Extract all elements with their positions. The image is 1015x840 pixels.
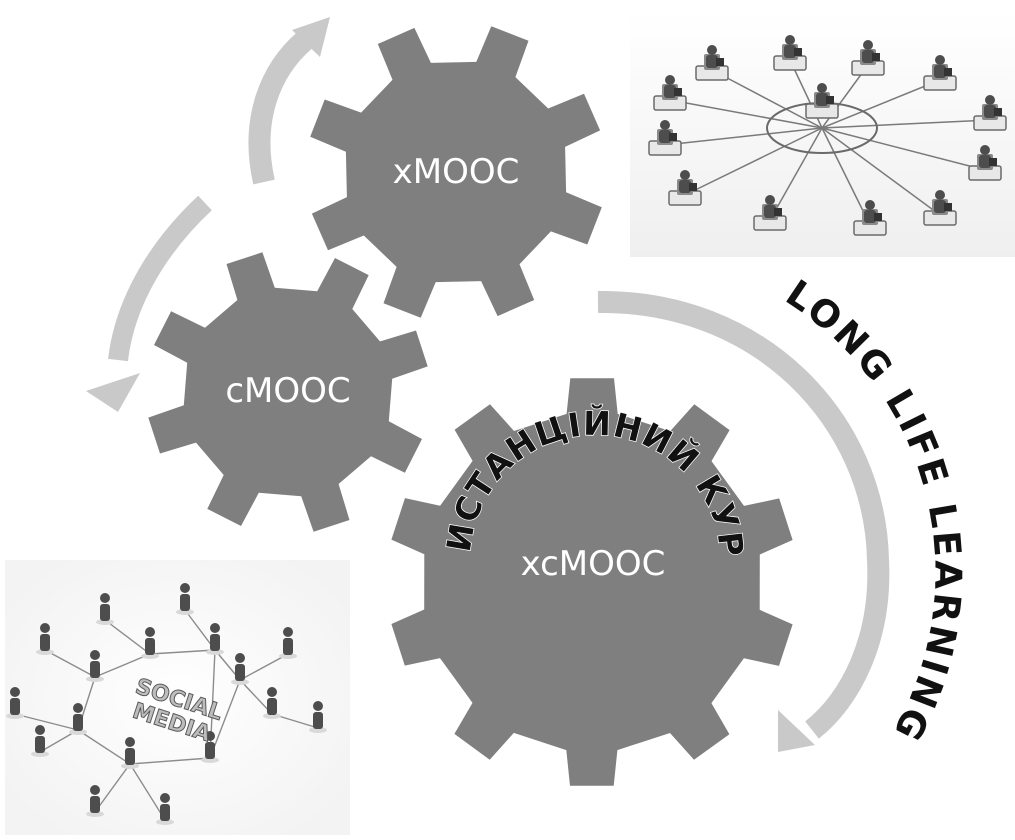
arrow-long-life-learning-head [778,710,815,752]
network-link [239,653,289,681]
person-figure [201,731,219,763]
network-link [239,679,273,715]
person-figure [31,725,49,757]
network-link [821,127,871,226]
person-figure [141,627,159,659]
network-link [44,649,96,678]
person-figure [36,623,54,655]
network-link [77,729,131,765]
network-link [821,79,941,129]
network-link [104,619,151,655]
student-desk [851,40,885,76]
person-figure [176,583,194,615]
network-link [669,99,823,129]
xcmooc-label: xcMOOC [521,544,666,584]
classroom-network-image [630,12,1015,257]
person-figure [121,737,139,769]
person-figure [156,793,174,825]
arrow-up-to-xmooc-head [292,17,330,57]
arrow-down-to-cmooc [108,195,212,362]
network-link [821,127,986,171]
student-desk [648,120,682,156]
network-link [711,69,823,129]
network-link [129,757,211,765]
student-desk [973,95,1007,131]
person-figure [86,785,104,817]
student-desk [753,195,787,231]
student-desk [653,75,687,111]
arrow-up-to-xmooc [248,31,313,185]
network-link [94,763,131,813]
student-desk [923,190,957,226]
xmooc-label: xMOOC [393,152,520,192]
gears [148,26,793,786]
person-figure [206,623,224,655]
arrow-long-life-learning [597,290,890,739]
person-figure [6,687,24,719]
network-link [769,127,823,221]
network-link [684,127,823,196]
network-link [821,119,991,129]
network-link [149,649,216,655]
person-figure [231,653,249,685]
network-link [821,127,941,216]
person-figure [96,593,114,625]
cycle-arrows [86,17,890,752]
student-desk [853,200,887,236]
student-desk [773,35,807,71]
student-desk [923,55,957,91]
person-figure [263,687,281,719]
person-figure [86,650,104,682]
person-figure [309,701,327,733]
student-desk [805,83,839,119]
cmooc-gear [148,252,428,532]
cmooc-label: cMOOC [225,371,350,411]
arrow-down-to-cmooc-head [86,373,140,412]
person-figure [69,703,87,735]
network-link [664,127,823,146]
student-desk [968,145,1002,181]
network-link [129,763,166,821]
student-desk [668,170,702,206]
xcmooc-gear [391,378,793,786]
student-desk [695,45,729,81]
social-media-network-image: SOCIAL MEDIA [5,560,350,835]
person-figure [279,627,297,659]
xmooc-gear [310,26,602,318]
network-link [14,713,79,731]
network-link [94,653,151,678]
